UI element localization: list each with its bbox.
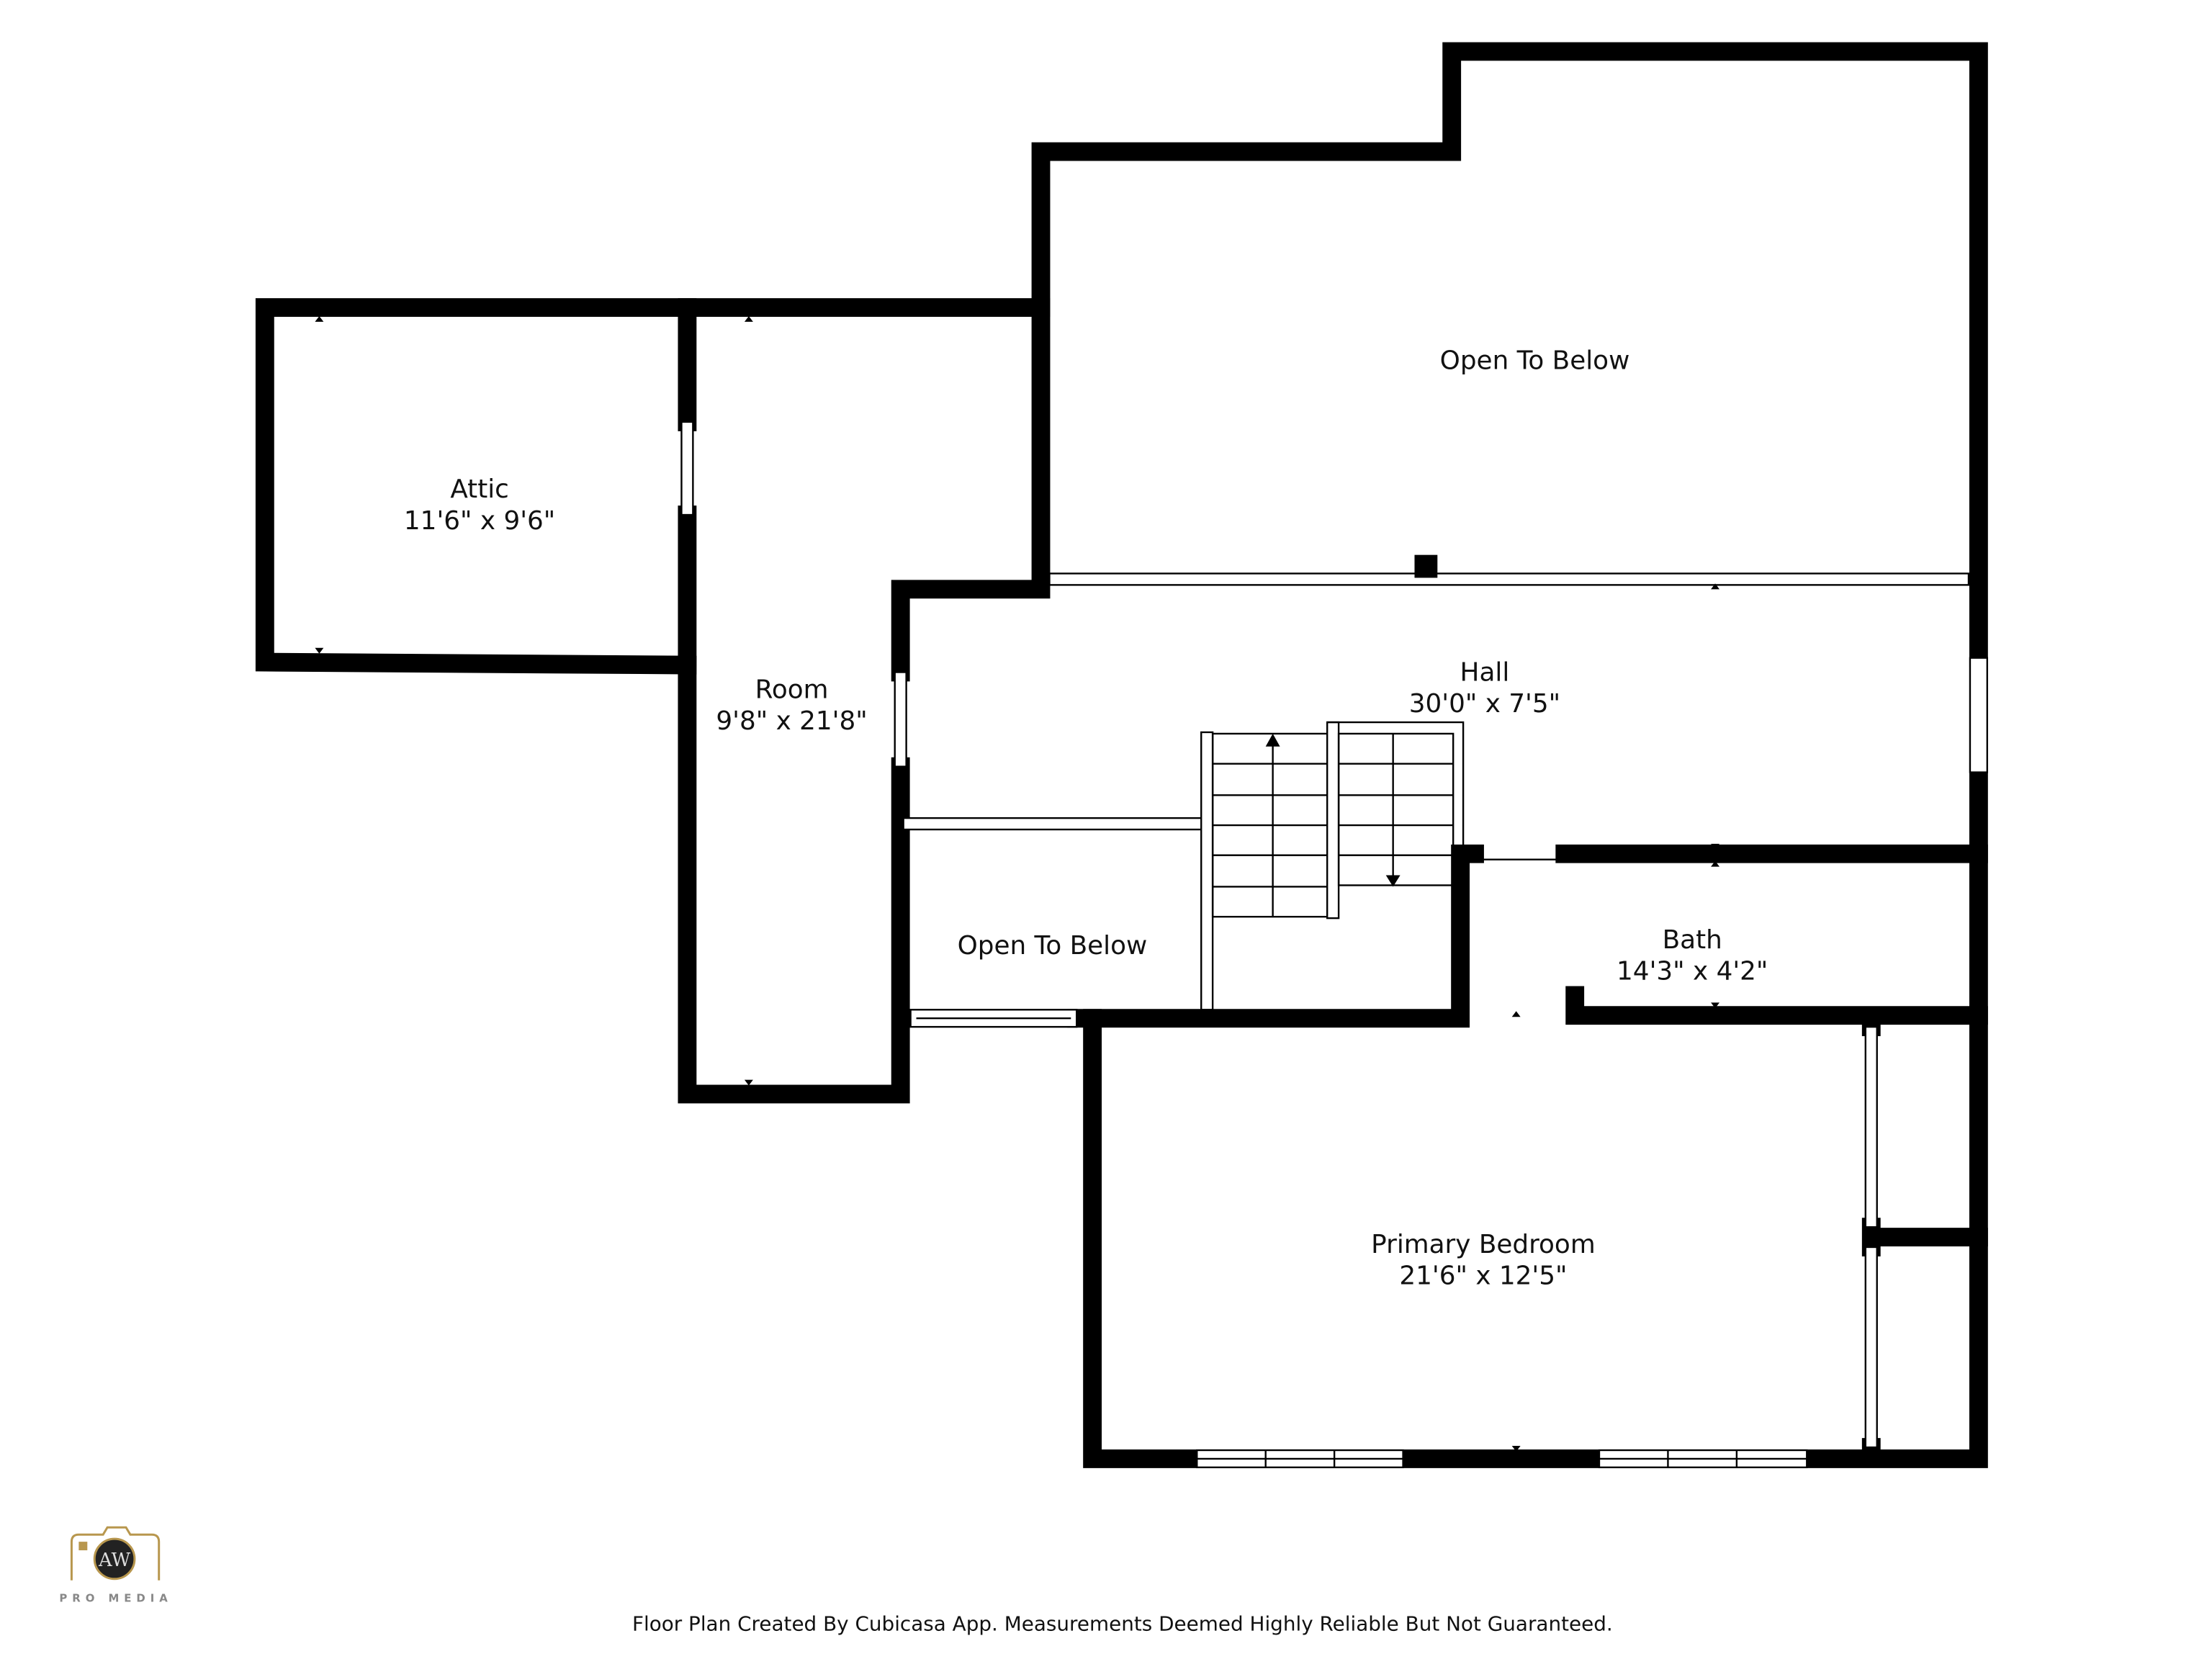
logo-monogram: AW	[98, 1550, 131, 1571]
footer-disclaimer: Floor Plan Created By Cubicasa App. Meas…	[632, 1611, 1613, 1635]
room-size: 21'6" x 12'5"	[1399, 1262, 1567, 1291]
room-size: 9'8" x 21'8"	[716, 706, 867, 736]
room-name: Attic	[450, 475, 509, 504]
room-name: Bath	[1663, 925, 1722, 955]
room-name: Primary Bedroom	[1371, 1230, 1596, 1259]
room-name: Open To Below	[1440, 346, 1630, 375]
logo-text: PRO MEDIA	[59, 1592, 172, 1605]
room-name: Room	[755, 675, 829, 704]
room-size: 14'3" x 4'2"	[1617, 957, 1768, 986]
room-name: Hall	[1460, 657, 1510, 687]
room-size: 11'6" x 9'6"	[404, 506, 555, 536]
room-size: 30'0" x 7'5"	[1409, 689, 1560, 719]
pro-media-logo: AW PRO MEDIA	[59, 1526, 172, 1605]
windows	[909, 1009, 1808, 1469]
staircase	[1211, 721, 1465, 920]
walls	[255, 42, 1988, 1468]
room-name: Open To Below	[958, 931, 1148, 961]
